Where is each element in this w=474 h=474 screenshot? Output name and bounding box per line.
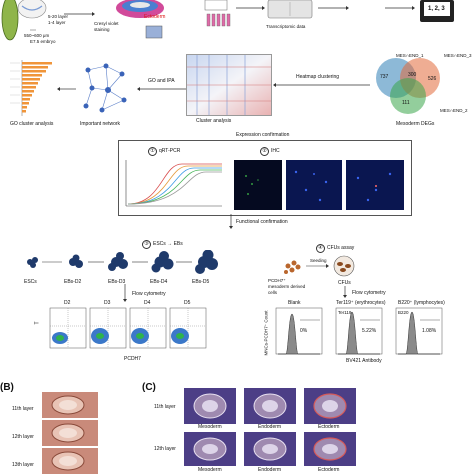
ihc-panel-1 (234, 160, 282, 210)
ihc-panel-2 (286, 160, 342, 210)
cluster-caption: Cluster analysis (196, 118, 232, 124)
go-caption: GO cluster analysis (10, 121, 54, 127)
layer-lower-label: 1-4 layer (48, 20, 66, 25)
panel-c-col-0: Mesoderm (198, 424, 222, 430)
cfu-inner-1: Ter119 (338, 310, 352, 315)
cfu-plot-title-2: B220⁺ (lymphocytes) (398, 300, 445, 306)
cfu-pct-1: 5.22% (362, 328, 377, 334)
num-2: ② (260, 147, 269, 156)
stain-label: Cresyl violet staining (94, 21, 119, 32)
panel-c-label: (C) (142, 382, 156, 393)
cfu-left-label: PCDH7⁺ mesoderm derived cells (268, 278, 306, 295)
layer-upper-label: 5-20 layer (48, 14, 69, 19)
panel-c-col-1: Endoderm (258, 424, 282, 430)
top-illustrations (1, 0, 454, 41)
panel-c-layer-0: 11th layer (154, 404, 176, 410)
venn-label-b: MES∩END_3 (444, 53, 472, 58)
ihc-panel-3 (346, 160, 404, 210)
eb-yaxis: T (34, 321, 41, 325)
eb-item-2: EBs-D3 (108, 279, 126, 285)
expression-confirmation-label: Expression confirmation (236, 132, 290, 138)
eb-xaxis: PCDH7 (124, 356, 141, 362)
panel-b-layer-1: 12th layer (12, 434, 34, 440)
cfu-seeding-label: Seeding (310, 258, 327, 263)
qrtpcr-label: qRT-PCR (159, 148, 181, 154)
down-arrow-1 (229, 214, 233, 229)
eb-plot-title-0: D2 (64, 300, 71, 306)
embryo-label: E7.5 embryo (30, 39, 56, 44)
cfu-xaxis: BV421 Antibody (346, 358, 382, 364)
cfu-flow-label: Flow cytometry (352, 290, 386, 296)
panel-c-col-1-b: Endoderm (258, 467, 282, 473)
cfu-histograms (275, 307, 443, 355)
venn-n-a: 737 (380, 74, 389, 80)
go-ipa-label: GO and IPA (148, 78, 175, 84)
heatmap (186, 54, 272, 116)
thickness-label: 550~600 μm (24, 33, 50, 38)
cfu-flow-arrow (343, 286, 347, 298)
panel-c-col-2: Ectoderm (318, 424, 340, 430)
cfu-plot-title-0: Blank (288, 300, 301, 306)
venn-n-b: 526 (428, 76, 437, 82)
eb-title-escs: ESCs (153, 241, 166, 247)
cfu-inner-2: B220 (398, 310, 409, 315)
eb-title-ebs: EBs (173, 241, 183, 247)
transcriptomic-label: Transcriptomic data (266, 24, 306, 29)
panel-b-layer-0: 11th layer (12, 406, 34, 412)
ectoderm-label: Ectoderm (144, 14, 166, 20)
eb-item-1: EBs-D2 (64, 279, 82, 285)
cfu-pct-2: 1.08% (422, 328, 437, 334)
go-cluster-chart (8, 58, 56, 118)
ihc-label: IHC (271, 148, 280, 154)
heatmap-clustering-label: Heatmap clustering (296, 74, 340, 80)
venn-caption: Mesoderm DEGs (396, 121, 435, 127)
eb-item-3: EBs-D4 (150, 279, 168, 285)
venn-n-ab: 300 (408, 72, 417, 78)
cfu-plot-title-1: Ter119⁺ (erythrocytes) (336, 300, 386, 306)
eb-clusters (27, 250, 218, 274)
cfu-pct-0: 0% (300, 328, 308, 334)
eb-plot-title-1: D3 (104, 300, 111, 306)
qrtpcr-curves (125, 160, 222, 207)
eb-flow-label: Flow cytometry (132, 291, 166, 297)
cfu-cfus-label: CFUs (338, 280, 351, 286)
panel-b-sections (42, 392, 98, 474)
eb-item-0: ESCs (24, 279, 37, 285)
network-caption: Important network (80, 121, 121, 127)
venn-label-c: MES∩END_2 (440, 108, 468, 113)
cfu-title-label: CFUs assay (327, 245, 355, 251)
eb-plot-title-3: D5 (184, 300, 191, 306)
num-4: ④ (316, 244, 325, 253)
panel-c-col-0-b: Mesoderm (198, 467, 222, 473)
eb-item-4: EBs-D5 (192, 279, 210, 285)
panel-b-label: (B) (0, 382, 14, 393)
venn-label-a: MES∩END_1 (396, 53, 424, 58)
flow-arrow-left (123, 284, 127, 302)
network-graph (83, 63, 127, 113)
panel-c-col-2-b: Ectoderm (318, 467, 340, 473)
panel-c-layer-1: 12th layer (154, 446, 176, 452)
heatmap-arrow (273, 83, 370, 87)
eb-flow-plots (49, 307, 207, 349)
cfu-illustration (284, 255, 355, 277)
venn-n-c: 111 (402, 100, 410, 106)
middle-arrows (57, 87, 188, 91)
num-3: ③ (142, 240, 151, 249)
eb-plot-title-2: D4 (144, 300, 151, 306)
venn-diagram (376, 58, 440, 114)
panel-b-layer-2: 13th layer (12, 462, 34, 468)
num-1: ① (148, 147, 157, 156)
screen-text: 1, 2, 3 (428, 6, 445, 12)
panel-c-sections (184, 388, 356, 466)
functional-confirmation-label: Functional confirmation (236, 219, 288, 225)
cfu-yaxis: MNCs-PCDH7⁺ Count (263, 310, 269, 356)
